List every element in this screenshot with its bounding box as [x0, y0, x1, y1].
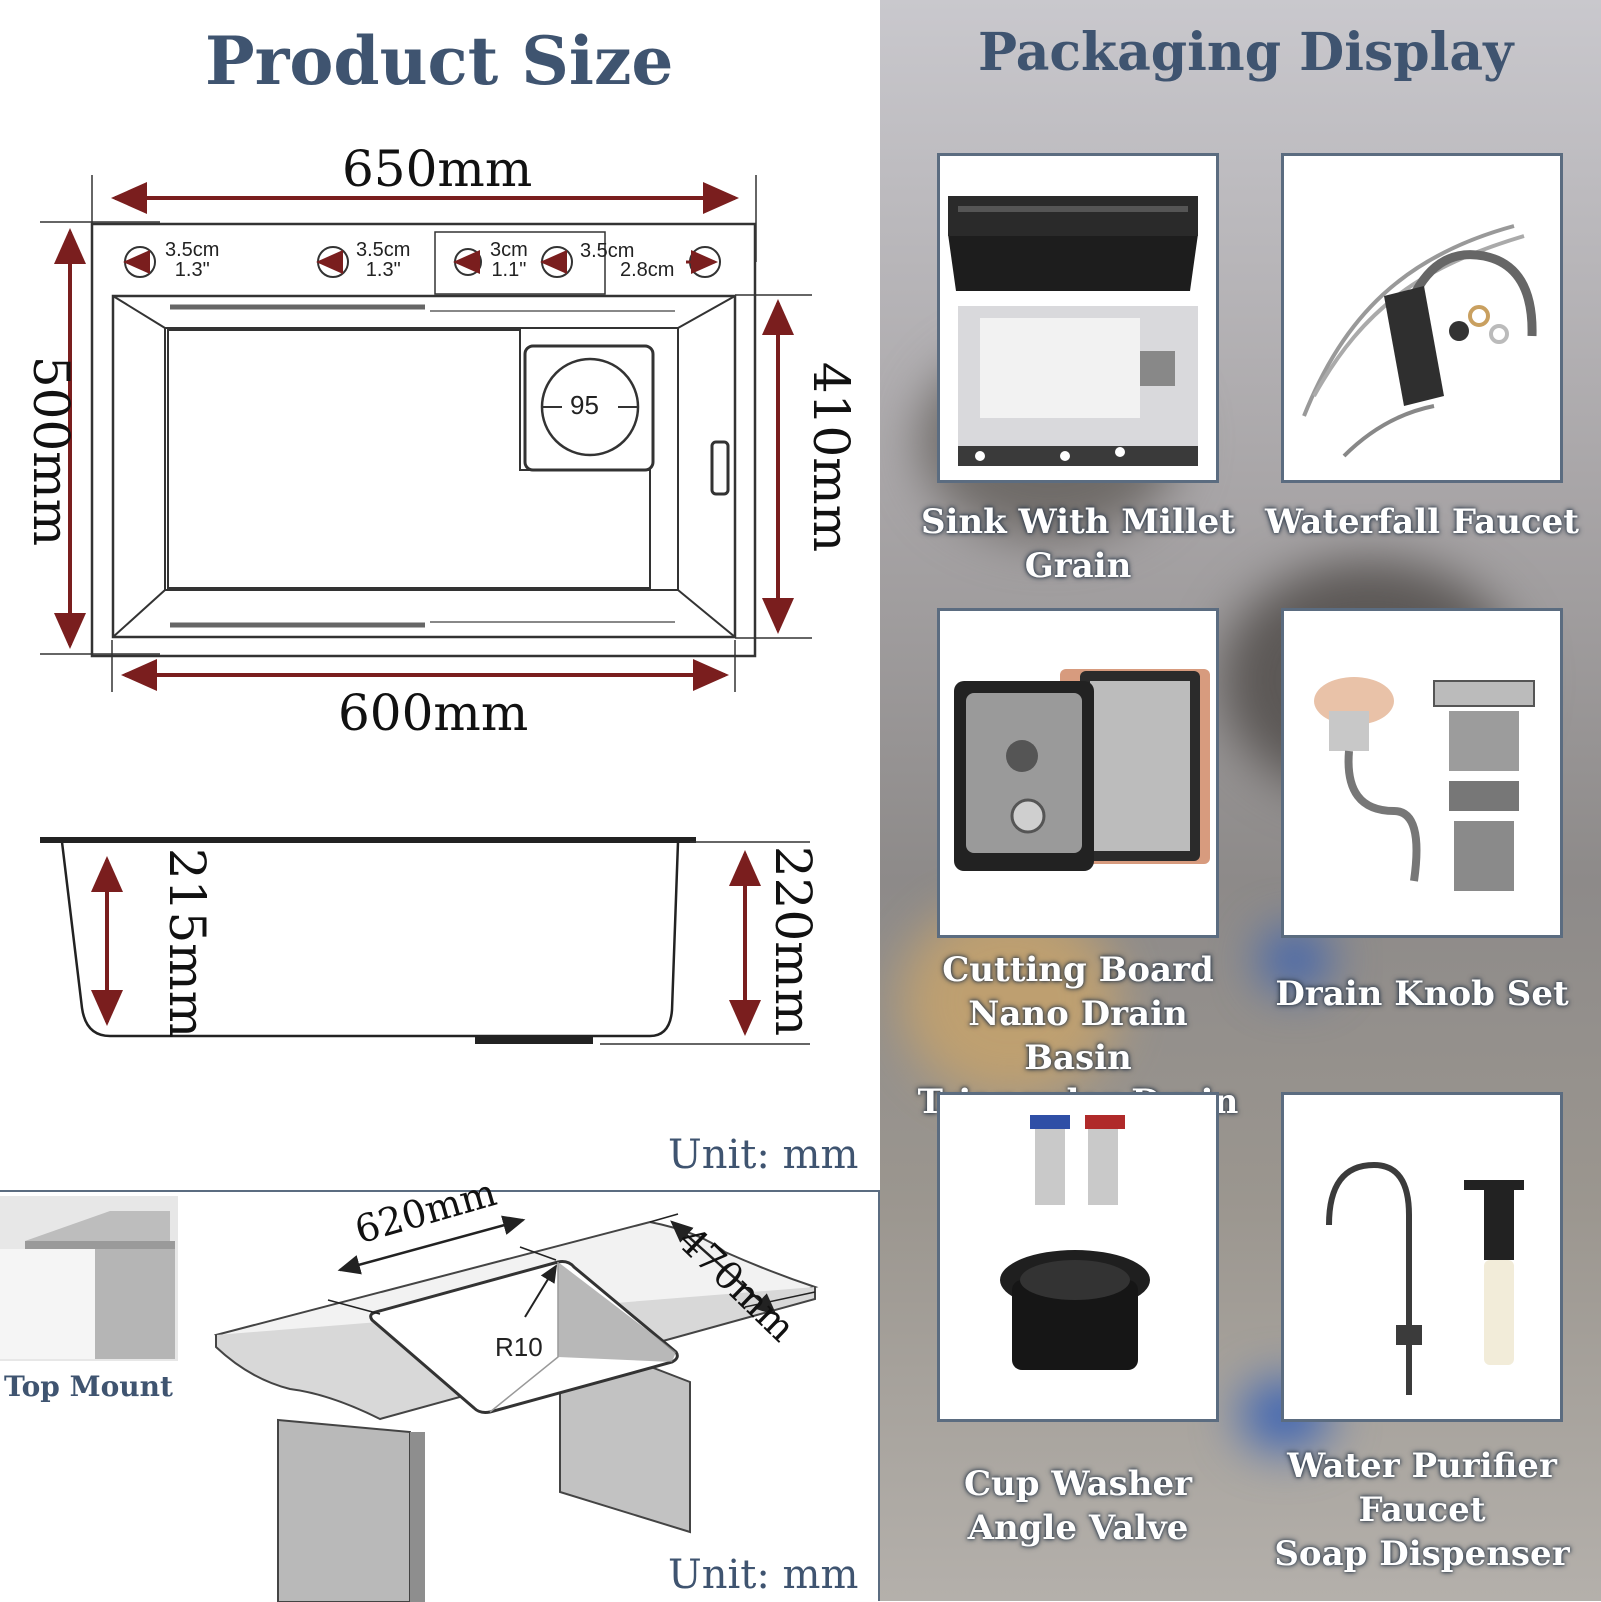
item-card-cutting-board — [937, 608, 1219, 938]
item-card-cup-washer — [937, 1092, 1219, 1422]
hole-4-label: 3.5cm — [580, 240, 635, 262]
item-card-faucet — [1281, 153, 1563, 483]
faucet-image — [1302, 224, 1537, 458]
install-section-border — [0, 1190, 880, 1192]
sink-top-view — [40, 175, 812, 692]
item-card-sink — [937, 153, 1219, 483]
hole-5-label: 2.8cm — [620, 259, 675, 281]
outer-depth-label: 220mm — [764, 845, 823, 1037]
unit-label-top: Unit: mm — [668, 1132, 859, 1178]
corner-radius-label: R10 — [495, 1332, 543, 1362]
inner-depth-label: 215mm — [158, 847, 217, 1039]
drain-knob-image — [1314, 677, 1535, 891]
top-mount-thumbnail — [0, 1196, 178, 1361]
water-purifier-image — [1326, 1161, 1524, 1395]
inner-length-label: 600mm — [338, 684, 529, 742]
unit-label-bottom: Unit: mm — [668, 1552, 859, 1598]
product-size-title: Product Size — [205, 22, 674, 100]
overall-length-label: 650mm — [342, 140, 533, 198]
sink-side-view — [40, 837, 810, 1045]
packaging-display-title: Packaging Display — [978, 22, 1514, 83]
item-card-drain-knob — [1281, 608, 1563, 938]
item-card-water-purifier — [1281, 1092, 1563, 1422]
top-mount-label: Top Mount — [4, 1370, 173, 1403]
countertop-cutout-diagram — [213, 1213, 819, 1602]
drain-size-label: 95 — [570, 390, 599, 420]
install-section-right-border — [878, 1190, 880, 1601]
sink-image — [948, 196, 1198, 466]
inner-width-label: 410mm — [802, 361, 861, 553]
item-caption-faucet: Waterfall Faucet — [1265, 502, 1579, 542]
product-size-panel: Product Size — [0, 22, 880, 1602]
item-caption-drain-knob: Drain Knob Set — [1275, 974, 1569, 1014]
cutting-board-image — [954, 669, 1210, 871]
cup-washer-image — [1000, 1115, 1150, 1370]
overall-width-label: 500mm — [22, 355, 81, 547]
